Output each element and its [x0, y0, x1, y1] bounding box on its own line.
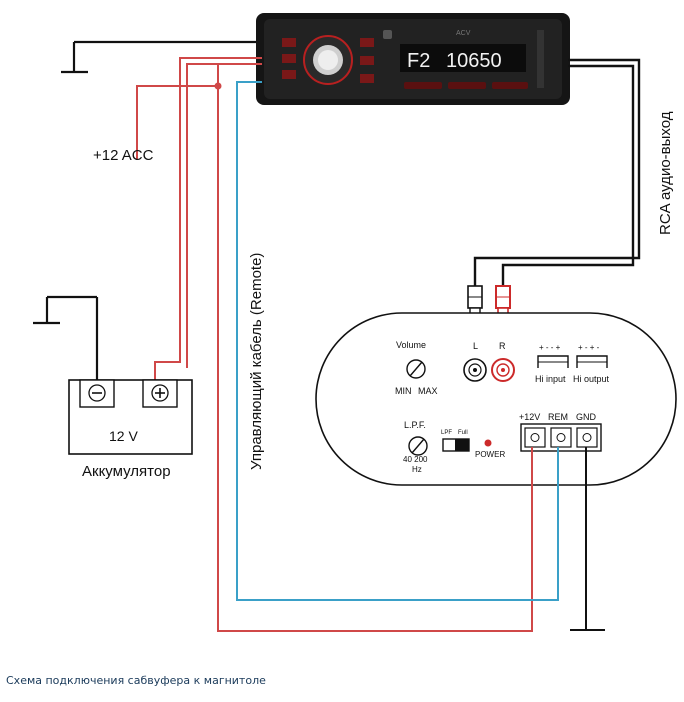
power-label: POWER	[475, 450, 505, 459]
power-wire	[136, 57, 533, 632]
lpf-knob	[408, 436, 428, 456]
battery-name-label: Аккумулятор	[82, 463, 171, 480]
rca-jack-left	[463, 358, 487, 382]
power-terminal-block	[520, 423, 602, 452]
lpf-label: L.P.F.	[404, 420, 426, 430]
remote-wire	[236, 81, 559, 601]
power-junction	[214, 82, 222, 90]
acc-label: +12 ACC	[93, 147, 154, 164]
volume-knob	[406, 359, 426, 379]
volume-min-label: MIN	[395, 386, 412, 396]
hi-input-label: Hi input	[535, 374, 566, 384]
hi-output-connector	[576, 355, 608, 368]
rca-jack-right	[491, 358, 515, 382]
hi-output-label: Hi output	[573, 374, 610, 384]
rca-jack-l-label: L	[473, 341, 478, 351]
subwoofer-amplifier	[315, 312, 677, 486]
hi-output-signs: + - + -	[578, 343, 600, 352]
terminal-gnd-label: GND	[576, 412, 597, 422]
rca-audio-cable	[473, 58, 641, 286]
head-unit-display-mode: F2	[407, 50, 430, 72]
lpf-full-switch	[442, 438, 470, 452]
diagram-caption: Схема подключения сабвуфера к магнитоле	[6, 674, 266, 687]
terminal-rem-label: REM	[548, 412, 568, 422]
terminal-12v-label: +12V	[519, 412, 540, 422]
head-unit-display-freq: 10650	[446, 50, 502, 72]
battery-plus-icon	[151, 384, 169, 402]
lpf-switch-lpf-label: LPF	[441, 430, 452, 436]
lpf-unit-label: Hz	[412, 465, 422, 474]
hi-input-connector	[537, 355, 569, 368]
lpf-switch-full-label: Full	[458, 430, 468, 436]
remote-cable-label: Управляющий кабель (Remote)	[248, 253, 265, 470]
ground-symbol-left	[33, 295, 99, 380]
volume-label: Volume	[396, 340, 426, 350]
head-unit-brand: ACV	[456, 30, 471, 37]
volume-max-label: MAX	[418, 386, 438, 396]
battery-voltage-label: 12 V	[109, 428, 138, 444]
battery-minus-icon	[88, 384, 106, 402]
ground-symbol-top	[61, 40, 262, 74]
amp-ground-wire	[570, 447, 605, 631]
power-led	[484, 439, 492, 447]
rca-jack-r-label: R	[499, 341, 506, 351]
rca-audio-out-label: RCA аудио-выход	[657, 111, 674, 235]
hi-input-signs: + - - +	[539, 343, 561, 352]
lpf-range-label: 40 200	[403, 455, 428, 464]
car-head-unit: F2 10650 ACV	[256, 13, 570, 105]
